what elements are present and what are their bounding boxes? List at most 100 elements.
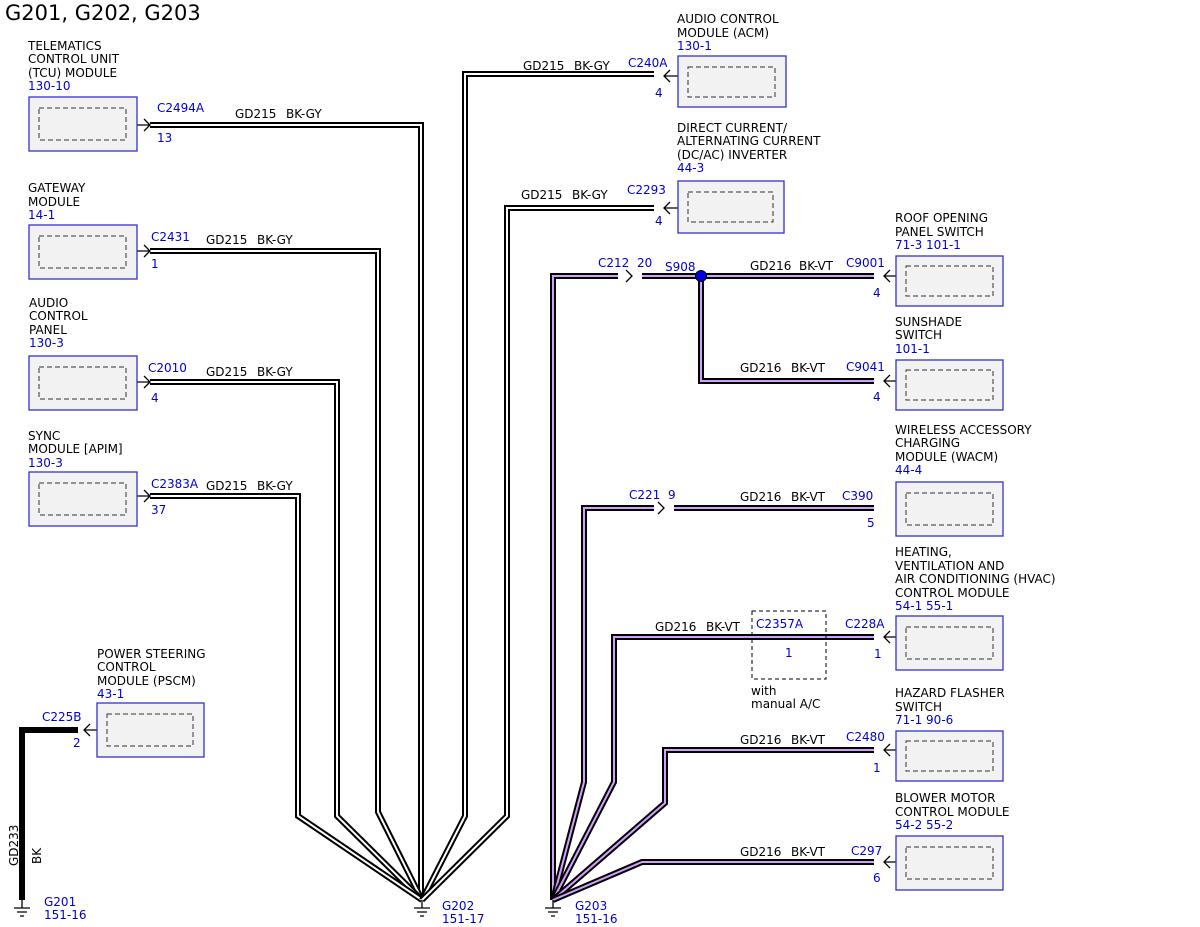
c2357a-note-2: manual A/C — [751, 697, 820, 711]
pscm-pin: 2 — [73, 736, 81, 750]
c221-label: C221 — [629, 488, 660, 502]
wire-tcu-color: BK-GY — [286, 107, 322, 121]
inverter-name-2: ALTERNATING CURRENT — [677, 134, 821, 148]
sunshade-connector: C9041 — [846, 360, 885, 374]
wire-sunshade-circuit: GD216 — [740, 361, 781, 375]
acm-ref: 130-1 — [677, 39, 712, 53]
hvac-pin: 1 — [874, 647, 882, 661]
g201-ref: 151-16 — [44, 908, 87, 922]
blower-name-2: CONTROL MODULE — [895, 805, 1010, 819]
blower-connector: C297 — [851, 844, 882, 858]
sunshade-name-2: SWITCH — [895, 328, 942, 342]
sync-name-1: SYNC — [28, 429, 60, 443]
g201-wire — [19, 727, 78, 900]
roof-box — [895, 255, 1004, 307]
roof-name-2: PANEL SWITCH — [895, 225, 984, 239]
g203-ref: 151-16 — [575, 912, 618, 926]
acm-connector: C240A — [628, 56, 668, 70]
wire-g201-circuit: GD233 — [7, 825, 21, 866]
tcu-box — [28, 96, 138, 152]
g201-name: G201 — [44, 895, 76, 909]
wire-inverter-color: BK-GY — [572, 188, 608, 202]
acm-name-1: AUDIO CONTROL — [677, 12, 779, 26]
gateway-ref: 14-1 — [28, 208, 55, 222]
wacm-name-1: WIRELESS ACCESSORY — [895, 423, 1032, 437]
c2357a-label: C2357A — [756, 617, 804, 631]
wire-sunshade-color: BK-VT — [791, 361, 826, 375]
module-labels: TELEMATICS CONTROL UNIT (TCU) MODULE 130… — [27, 12, 1056, 832]
wire-sync-circuit: GD215 — [206, 479, 247, 493]
roof-ref: 71-3 101-1 — [895, 238, 961, 252]
wire-wacm-circuit: GD216 — [740, 490, 781, 504]
g203-name: G203 — [575, 899, 607, 913]
audio-panel-name-2: CONTROL — [29, 309, 88, 323]
wire-g201-color: BK — [30, 847, 44, 864]
wire-hazard-color: BK-VT — [791, 733, 826, 747]
wire-wacm-color: BK-VT — [791, 490, 826, 504]
c2357a-optional-box — [751, 610, 827, 680]
c2357a-pin: 1 — [785, 646, 793, 660]
g202-name: G202 — [442, 899, 474, 913]
wire-acm-color: BK-GY — [574, 59, 610, 73]
acm-box — [677, 55, 787, 108]
gateway-box — [28, 224, 138, 280]
ground-labels: G201 151-16 G202 151-17 G203 151-16 — [44, 895, 618, 926]
c221-pin: 9 — [668, 488, 676, 502]
connector-labels: C2494A 13 C2431 1 C2010 4 C2383A 37 C225… — [42, 56, 885, 885]
roof-name-1: ROOF OPENING — [895, 211, 988, 225]
tcu-ref: 130-10 — [28, 79, 71, 93]
roof-pin: 4 — [873, 286, 881, 300]
g201-ground-icon — [14, 900, 30, 917]
wire-blower-circuit: GD216 — [740, 845, 781, 859]
pscm-connector: C225B — [42, 710, 82, 724]
hvac-name-2: VENTILATION AND — [895, 559, 1004, 573]
gateway-name-2: MODULE — [28, 195, 80, 209]
hvac-ref: 54-1 55-1 — [895, 599, 953, 613]
hazard-name-1: HAZARD FLASHER — [895, 686, 1005, 700]
sync-pin: 37 — [151, 503, 166, 517]
module-boxes — [28, 55, 1004, 891]
blower-box — [895, 835, 1004, 891]
audio-panel-connector: C2010 — [148, 361, 187, 375]
wire-hvac-circuit: GD216 — [655, 620, 696, 634]
wire-blower-color: BK-VT — [791, 845, 826, 859]
hazard-box — [895, 730, 1004, 782]
tcu-name-2: CONTROL UNIT — [28, 52, 120, 66]
inverter-box — [677, 180, 785, 234]
c212-label: C212 — [598, 256, 629, 270]
wacm-name-3: MODULE (WACM) — [895, 450, 998, 464]
hvac-name-4: CONTROL MODULE — [895, 586, 1010, 600]
tcu-pin: 13 — [157, 131, 172, 145]
g202-wires — [150, 71, 654, 903]
audio-panel-name-3: PANEL — [29, 323, 67, 337]
hvac-name-3: AIR CONDITIONING (HVAC) — [895, 572, 1056, 586]
sync-box — [28, 471, 138, 527]
hazard-name-2: SWITCH — [895, 700, 942, 714]
audio-panel-ref: 130-3 — [29, 336, 64, 350]
sunshade-pin: 4 — [873, 390, 881, 404]
wire-labels: GD215 BK-GY GD215 BK-GY GD215 BK-GY GD21… — [7, 59, 834, 866]
splice-dot — [695, 270, 707, 282]
wacm-ref: 44-4 — [895, 463, 922, 477]
g203-wires — [550, 273, 874, 903]
diagram-title: G201, G202, G203 — [5, 1, 201, 25]
inverter-ref: 44-3 — [677, 161, 704, 175]
gateway-pin: 1 — [151, 257, 159, 271]
sync-ref: 130-3 — [28, 456, 63, 470]
inverter-name-1: DIRECT CURRENT/ — [677, 121, 788, 135]
wire-inverter-circuit: GD215 — [521, 188, 562, 202]
wacm-box — [895, 481, 1004, 537]
ground-symbols — [14, 900, 561, 917]
audio-panel-pin: 4 — [151, 391, 159, 405]
pscm-box — [96, 702, 205, 758]
wacm-name-2: CHARGING — [895, 436, 960, 450]
sync-name-2: MODULE [APIM] — [28, 442, 123, 456]
audio-panel-box — [28, 355, 138, 411]
roof-connector: C9001 — [846, 256, 885, 270]
gateway-connector: C2431 — [151, 230, 190, 244]
acm-name-2: MODULE (ACM) — [677, 26, 769, 40]
g203-ground-icon — [545, 900, 561, 917]
connector-arrows — [83, 69, 906, 869]
